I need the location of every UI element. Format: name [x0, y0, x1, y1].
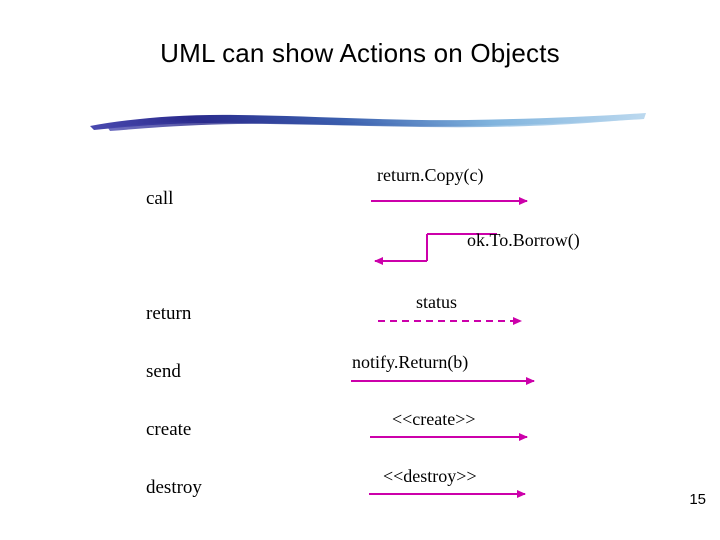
- message-label-ok-to-borrow: ok.To.Borrow(): [467, 230, 580, 250]
- page-number: 15: [689, 491, 706, 508]
- brush-stroke-decoration: [88, 108, 648, 136]
- message-label-notify-return: notify.Return(b): [352, 352, 469, 372]
- message-label-status: status: [416, 292, 458, 312]
- action-label-call: call: [146, 188, 174, 209]
- action-label-send: send: [146, 361, 181, 382]
- message-label-return-copy: return.Copy(c): [377, 165, 484, 185]
- message-label-destroy: <<destroy>>: [383, 466, 477, 486]
- page-title: UML can show Actions on Objects: [160, 38, 560, 68]
- action-label-return: return: [146, 303, 192, 324]
- action-label-destroy: destroy: [146, 477, 202, 498]
- action-label-create: create: [146, 419, 192, 440]
- message-label-create: <<create>>: [392, 409, 476, 429]
